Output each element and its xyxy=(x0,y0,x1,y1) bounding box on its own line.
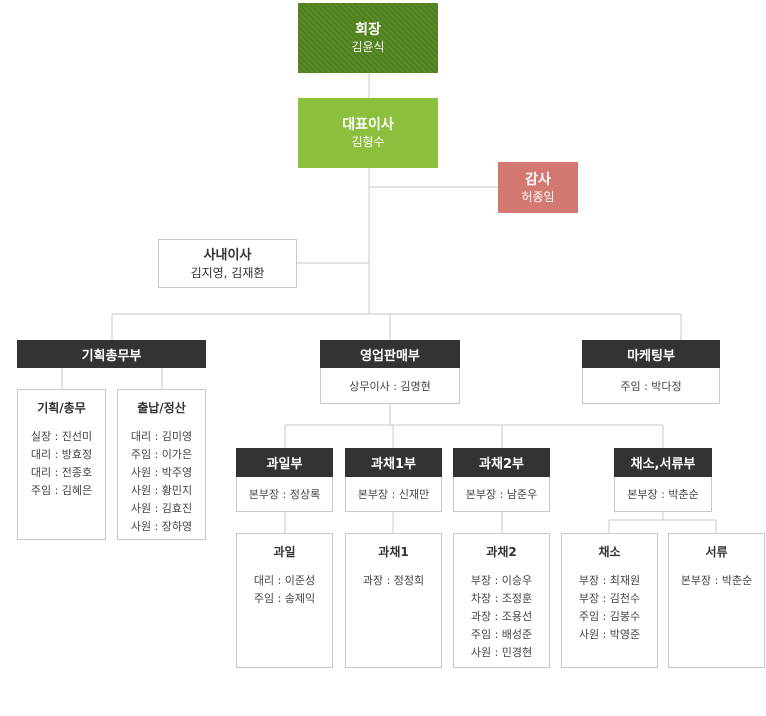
team-member: 과장 : 조용선 xyxy=(470,610,533,623)
team-title: 과일 xyxy=(273,545,296,559)
division-head-fruitveg2: 과채2부 xyxy=(453,448,550,477)
team-box-fruitveg1: 과채1 과장 : 정정희 xyxy=(345,533,442,668)
division-sub-fruitveg2: 본부장 : 남준우 xyxy=(453,477,550,512)
chairman-title: 회장 xyxy=(355,22,381,38)
sales-dept-head: 영업판매부 xyxy=(320,340,460,368)
inside-director-name: 김지영, 김재환 xyxy=(190,265,265,280)
team-box-planning-general: 기획/총무 실장 : 진선미 대리 : 방효정 대리 : 전종호 주임 : 김혜… xyxy=(17,389,106,540)
auditor-box: 감사 허종임 xyxy=(498,162,578,213)
auditor-title: 감사 xyxy=(525,171,551,188)
team-member: 주임 : 송제익 xyxy=(253,592,316,605)
auditor-name: 허종임 xyxy=(521,189,555,204)
team-member: 주임 : 김봉수 xyxy=(578,610,641,623)
team-title: 출납/정산 xyxy=(137,401,186,415)
team-member: 부장 : 최재원 xyxy=(578,574,641,587)
team-title: 채소 xyxy=(598,545,621,559)
team-member: 본부장 : 박춘순 xyxy=(680,574,753,587)
team-box-cashier: 출납/정산 대리 : 김미영 주임 : 이가은 사원 : 박주영 사원 : 황민… xyxy=(117,389,206,540)
team-member: 사원 : 민경현 xyxy=(470,646,533,659)
team-box-fruit: 과일 대리 : 이준성 주임 : 송제익 xyxy=(236,533,333,668)
team-member: 실장 : 진선미 xyxy=(30,430,93,443)
team-member: 차장 : 조정훈 xyxy=(470,592,533,605)
division-sub-fruitveg1: 본부장 : 신재만 xyxy=(345,477,442,512)
team-box-tuber: 서류 본부장 : 박춘순 xyxy=(668,533,765,668)
team-member: 주임 : 김혜은 xyxy=(30,484,93,497)
team-member: 과장 : 정정희 xyxy=(362,574,425,587)
division-head-vegetable-tuber: 채소,서류부 xyxy=(614,448,712,477)
team-member: 사원 : 박영준 xyxy=(578,628,641,641)
planning-dept-head: 기획총무부 xyxy=(17,340,206,368)
chairman-box: 회장 김윤식 xyxy=(298,3,438,73)
team-title: 과채2 xyxy=(486,545,517,559)
team-member: 사원 : 장하영 xyxy=(130,520,193,533)
team-member: 주임 : 이가은 xyxy=(130,448,193,461)
team-member: 대리 : 전종호 xyxy=(30,466,93,479)
team-title: 과채1 xyxy=(378,545,409,559)
team-member: 사원 : 황민지 xyxy=(130,484,193,497)
sales-dept-sub: 상무이사 : 김명현 xyxy=(320,368,460,404)
team-member: 대리 : 김미영 xyxy=(130,430,193,443)
division-sub-vegetable-tuber: 본부장 : 박춘순 xyxy=(614,477,712,512)
inside-director-box: 사내이사 김지영, 김재환 xyxy=(158,239,297,288)
team-member: 대리 : 이준성 xyxy=(253,574,316,587)
ceo-box: 대표이사 김형수 xyxy=(298,98,438,168)
ceo-name: 김형수 xyxy=(351,135,385,149)
team-member: 사원 : 박주영 xyxy=(130,466,193,479)
marketing-dept-sub: 주임 : 박다정 xyxy=(582,368,720,404)
team-title: 서류 xyxy=(705,545,728,559)
team-box-fruitveg2: 과채2 부장 : 이승우 차장 : 조정훈 과장 : 조용선 주임 : 배성준 … xyxy=(453,533,550,668)
division-head-fruit: 과일부 xyxy=(236,448,333,477)
division-head-fruitveg1: 과채1부 xyxy=(345,448,442,477)
team-box-vegetable: 채소 부장 : 최재원 부장 : 김천수 주임 : 김봉수 사원 : 박영준 xyxy=(561,533,658,668)
team-member: 부장 : 이승우 xyxy=(470,574,533,587)
team-member: 주임 : 배성준 xyxy=(470,628,533,641)
marketing-dept-head: 마케팅부 xyxy=(582,340,720,368)
chairman-name: 김윤식 xyxy=(351,40,385,54)
team-title: 기획/총무 xyxy=(37,401,86,415)
division-sub-fruit: 본부장 : 정상록 xyxy=(236,477,333,512)
inside-director-title: 사내이사 xyxy=(203,247,252,263)
team-member: 부장 : 김천수 xyxy=(578,592,641,605)
ceo-title: 대표이사 xyxy=(342,117,394,133)
team-member: 사원 : 김효진 xyxy=(130,502,193,515)
team-member: 대리 : 방효정 xyxy=(30,448,93,461)
